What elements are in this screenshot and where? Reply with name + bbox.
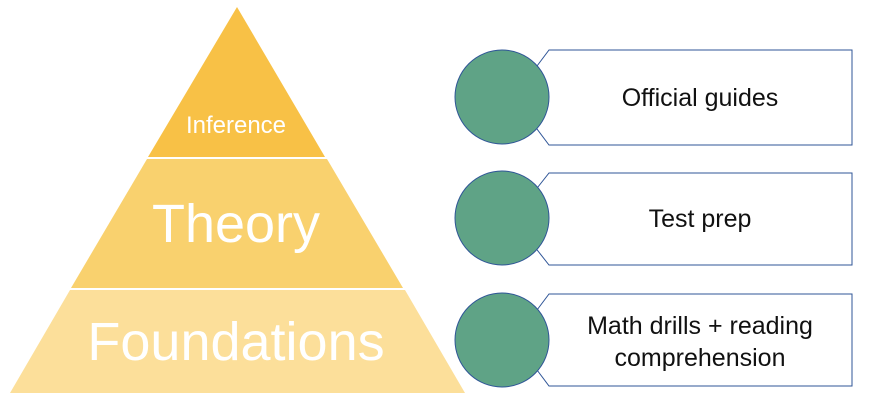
callout-label: Official guides: [622, 84, 779, 112]
callout-math-drills: Math drills + reading comprehension: [454, 292, 853, 388]
callout-box: [533, 293, 853, 387]
pyramid-tier-inference: [148, 7, 325, 157]
callout-circle: [454, 292, 550, 388]
callout-test-prep: Test prep: [454, 170, 853, 266]
callout-label-line-2: comprehension: [615, 344, 786, 372]
callout-official-guides: Official guides: [454, 49, 853, 146]
tier-label-inference: Inference: [186, 112, 286, 139]
pyramid-tier-theory: [71, 159, 403, 288]
callout-label: Test prep: [649, 205, 752, 233]
pyramid-tier-foundations: [10, 290, 465, 393]
callout-circle: [454, 49, 550, 145]
pyramid: Inference Theory Foundations: [10, 7, 465, 393]
callout-circle: [454, 170, 550, 266]
tier-label-foundations: Foundations: [87, 312, 384, 372]
tier-label-theory: Theory: [152, 194, 320, 254]
callout-label-line-1: Math drills + reading: [587, 312, 813, 340]
